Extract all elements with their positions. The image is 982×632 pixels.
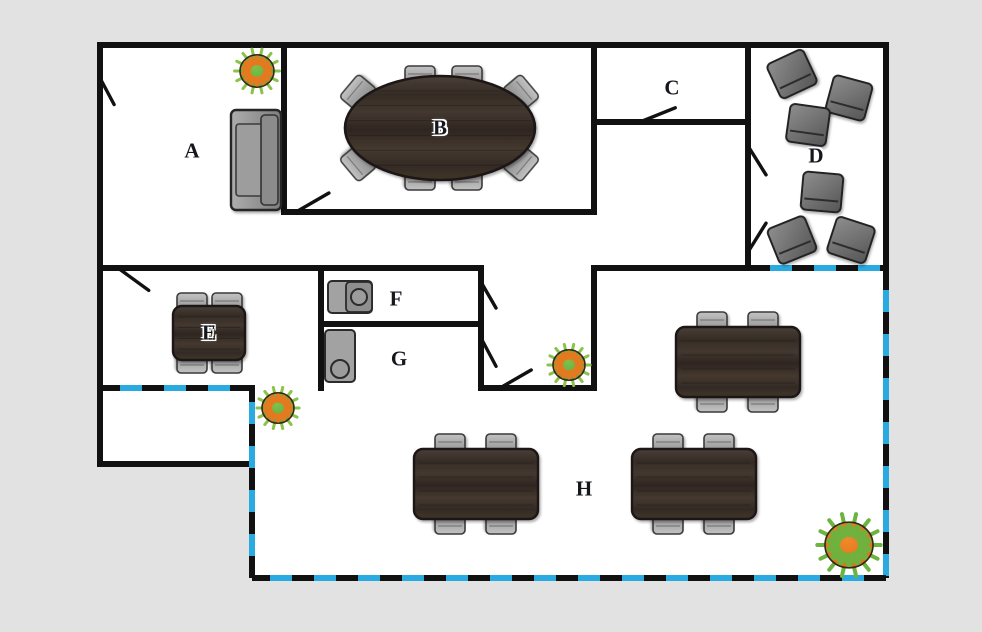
armchair-d-3-seat-line xyxy=(789,129,824,137)
virus-marker-hall-corner-knob-13 xyxy=(857,536,872,547)
door-corridor-south xyxy=(498,368,533,390)
room-label-h: H xyxy=(575,476,593,501)
door-room-d-south xyxy=(746,221,768,254)
armchair-d-4 xyxy=(799,170,845,214)
table-h-upper-right xyxy=(674,325,802,399)
door-restroom-f xyxy=(479,280,498,310)
room-label-g: G xyxy=(390,346,408,371)
virus-marker-corridor-knob-13 xyxy=(574,359,585,366)
table-h-lower-left-group xyxy=(412,433,540,535)
table-h-lower-right-group xyxy=(630,433,758,535)
door-room-d-north xyxy=(746,144,768,177)
armchair-d-5 xyxy=(766,215,818,265)
chair-b-upper-right-back-line xyxy=(515,80,533,101)
doors-layer xyxy=(98,76,768,390)
door-restroom-g xyxy=(479,336,498,368)
sofa-room-a xyxy=(229,108,283,212)
chair-b-lower-right-back-line xyxy=(515,155,533,176)
armchair-d-3 xyxy=(785,103,831,147)
dashed-boundary-layer xyxy=(100,265,889,581)
chair-b-lower-left-back-line xyxy=(346,155,364,176)
door-room-b-south xyxy=(294,191,331,214)
furniture-layer xyxy=(171,48,876,535)
table-h-upper-right-group xyxy=(674,311,802,413)
virus-marker-corridor xyxy=(546,342,592,388)
armchair-d-2-seat-line xyxy=(830,100,864,112)
armchair-d-6-seat-line xyxy=(832,241,866,254)
armchair-d-1 xyxy=(766,48,818,100)
room-label-a: A xyxy=(184,138,200,163)
toilet-fixture-g xyxy=(324,329,356,383)
chair-b-lower-left xyxy=(340,144,376,182)
table-h-lower-right xyxy=(630,447,758,521)
armchair-d-6 xyxy=(826,216,876,264)
virus-marker-hall-corner xyxy=(815,512,883,578)
table-h-lower-left xyxy=(412,447,540,521)
door-room-e-north xyxy=(116,266,151,293)
table-room-e xyxy=(171,304,247,362)
floor-surfaces xyxy=(100,45,886,578)
armchair-d-1-seat-line xyxy=(779,73,812,90)
virus-marker-hall-entry xyxy=(255,385,301,431)
room-label-c: C xyxy=(664,75,680,100)
room-label-f: F xyxy=(389,286,403,311)
armchair-d-3-body xyxy=(785,103,831,147)
virus-marker-room-a-knob-13 xyxy=(262,65,273,72)
armchair-d-1-body xyxy=(766,48,818,100)
toilet-fixture-g-bowl xyxy=(330,359,350,379)
room-label-e: E xyxy=(201,320,217,345)
oval-conference-table-b xyxy=(343,74,537,182)
virus-marker-room-a xyxy=(233,47,281,95)
chair-b-upper-left-back-line xyxy=(346,80,364,101)
toilet-fixture-f-bowl xyxy=(350,288,368,306)
oval-conference-table-b-group xyxy=(340,65,539,191)
sofa-room-a-backrest xyxy=(260,114,279,206)
walls-layer xyxy=(97,42,889,467)
floor-fill xyxy=(100,45,886,578)
door-room-c-south xyxy=(638,106,677,124)
armchair-d-4-body xyxy=(799,170,845,214)
armchair-d-4-seat-line xyxy=(804,197,839,203)
room-label-b: B xyxy=(432,115,448,140)
toilet-fixture-f xyxy=(327,280,373,314)
armchair-d-5-body xyxy=(766,215,818,265)
door-room-a-exterior xyxy=(98,76,116,107)
armchair-d-2 xyxy=(824,74,874,122)
armchair-d-5-seat-line xyxy=(778,240,812,255)
room-label-d: D xyxy=(808,143,824,168)
virus-markers-layer xyxy=(233,47,883,578)
virus-marker-hall-entry-knob-13 xyxy=(283,402,294,409)
table-room-e-group xyxy=(171,292,247,374)
